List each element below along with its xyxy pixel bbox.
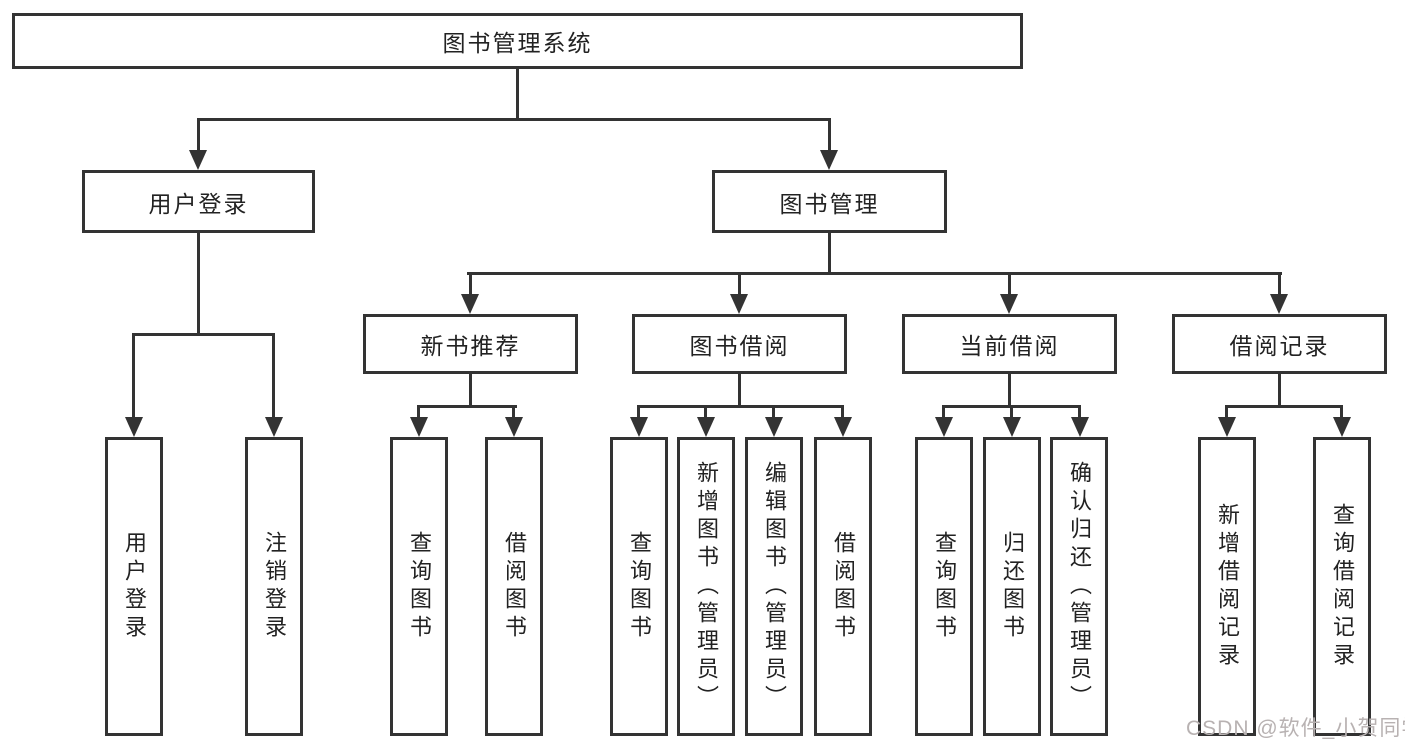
node-book-management-label: 图书管理 [779,190,880,217]
connector [132,333,275,336]
leaf-return-books: 归还图书 [983,437,1041,736]
connector [1225,405,1343,408]
node-book-borrow-label: 图书借阅 [689,333,790,359]
connector [469,374,472,408]
connector [197,118,831,121]
leaf-query-books-current: 查询图书 [915,437,973,736]
node-new-book-recommend-label: 新书推荐 [420,333,521,359]
leaf-query-books-borrow: 查询图书 [610,437,668,736]
connector [512,405,515,419]
leaf-borrow-books-recommend: 借阅图书 [485,437,543,736]
node-user-login-label: 用户登录 [148,190,249,217]
connector [738,374,741,408]
node-borrow-records: 借阅记录 [1172,314,1387,374]
leaf-logout-label: 注销登录 [262,530,287,643]
leaf-add-borrow-record: 新增借阅记录 [1198,437,1256,736]
connector [942,405,945,419]
arrowhead [189,150,207,170]
arrowhead [505,417,523,437]
arrowhead [1000,294,1018,314]
connector [828,118,831,152]
leaf-edit-book-admin: 编辑图书（管理员） [745,437,803,736]
node-root: 图书管理系统 [12,13,1023,69]
connector [132,333,135,419]
csdn-watermark: CSDN @软件_小贺同学 [1186,717,1405,740]
connector [197,118,200,152]
arrowhead [935,417,953,437]
leaf-edit-book-admin-label: 编辑图书（管理员） [762,460,787,713]
connector [772,405,775,419]
arrowhead [410,417,428,437]
connector [1008,272,1011,296]
arrowhead [630,417,648,437]
leaf-return-books-label: 归还图书 [1000,530,1025,643]
connector [516,69,519,121]
arrowhead [1071,417,1089,437]
arrowhead [730,294,748,314]
connector [1008,374,1011,408]
arrowhead [834,417,852,437]
leaf-add-book-admin: 新增图书（管理员） [677,437,735,736]
node-user-login: 用户登录 [82,170,315,233]
leaf-borrow-books-recommend-label: 借阅图书 [502,530,527,643]
leaf-logout: 注销登录 [245,437,303,736]
leaf-query-borrow-record-label: 查询借阅记录 [1330,502,1355,671]
connector [637,405,844,408]
node-new-book-recommend: 新书推荐 [363,314,578,374]
connector [841,405,844,419]
leaf-query-borrow-record: 查询借阅记录 [1313,437,1371,736]
leaf-borrow-books: 借阅图书 [814,437,872,736]
connector [1078,405,1081,419]
connector [1010,405,1013,419]
arrowhead [1270,294,1288,314]
arrowhead [765,417,783,437]
connector [417,405,517,408]
arrowhead [125,417,143,437]
arrowhead [461,294,479,314]
connector [197,233,200,336]
connector [704,405,707,419]
arrowhead [1333,417,1351,437]
leaf-query-books-borrow-label: 查询图书 [627,530,652,643]
arrowhead [265,417,283,437]
leaf-confirm-return-admin: 确认归还（管理员） [1050,437,1108,736]
connector [417,405,420,419]
node-root-label: 图书管理系统 [442,30,593,56]
connector [467,272,1282,275]
node-book-borrow: 图书借阅 [632,314,847,374]
arrowhead [1218,417,1236,437]
leaf-user-login-label: 用户登录 [122,530,147,643]
connector [1278,374,1281,408]
leaf-query-books-current-label: 查询图书 [932,530,957,643]
connector [1278,272,1281,296]
connector [738,272,741,296]
node-current-borrow: 当前借阅 [902,314,1117,374]
leaf-query-books-recommend-label: 查询图书 [407,530,432,643]
leaf-confirm-return-admin-label: 确认归还（管理员） [1067,460,1092,713]
node-current-borrow-label: 当前借阅 [959,333,1060,359]
leaf-query-books-recommend: 查询图书 [390,437,448,736]
connector [272,333,275,419]
connector [828,233,831,275]
node-borrow-records-label: 借阅记录 [1229,333,1330,359]
connector [469,272,472,296]
arrowhead [820,150,838,170]
connector [1340,405,1343,419]
leaf-add-book-admin-label: 新增图书（管理员） [694,460,719,713]
leaf-user-login: 用户登录 [105,437,163,736]
connector [637,405,640,419]
connector [1225,405,1228,419]
node-book-management: 图书管理 [712,170,947,233]
arrowhead [1003,417,1021,437]
leaf-add-borrow-record-label: 新增借阅记录 [1215,502,1240,671]
arrowhead [697,417,715,437]
leaf-borrow-books-label: 借阅图书 [831,530,856,643]
